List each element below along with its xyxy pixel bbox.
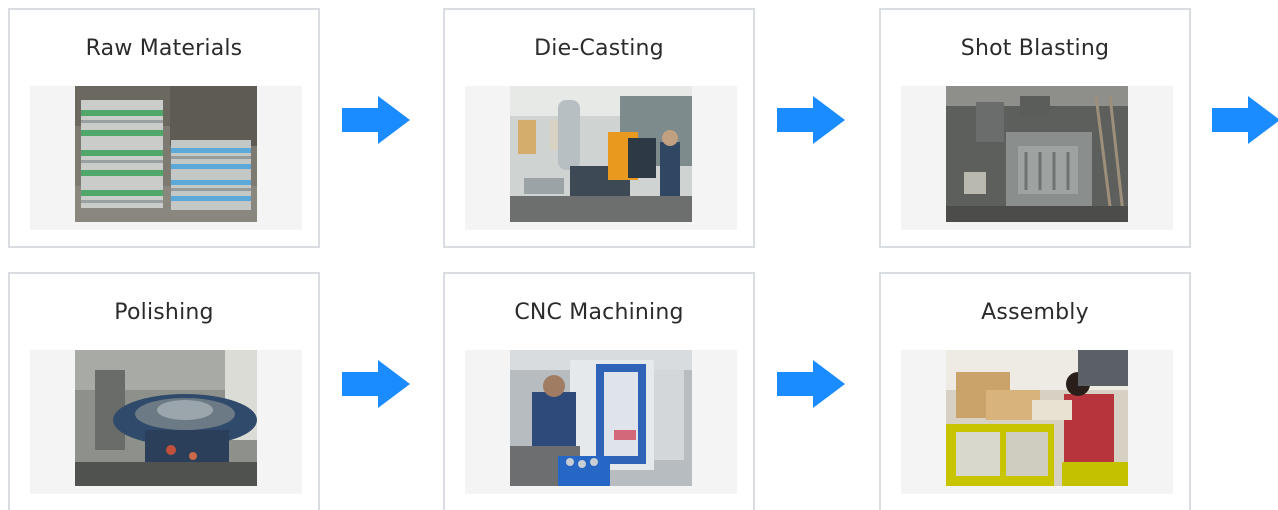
- step-title: Raw Materials: [85, 36, 243, 61]
- step-card-die-casting: Die-Casting: [443, 8, 755, 248]
- photo-frame: [465, 86, 737, 230]
- die-casting-photo: [510, 86, 692, 222]
- step-card-raw-materials: Raw Materials: [8, 8, 320, 248]
- shot-blasting-photo: [946, 86, 1128, 222]
- step-title: Die-Casting: [534, 36, 664, 61]
- step-title: Shot Blasting: [960, 36, 1110, 61]
- step-card-assembly: Assembly: [879, 272, 1191, 510]
- arrow-right-icon: [342, 96, 410, 144]
- photo-frame: [30, 350, 302, 494]
- step-title: Assembly: [981, 300, 1089, 325]
- assembly-photo: [946, 350, 1128, 486]
- step-card-cnc-machining: CNC Machining: [443, 272, 755, 510]
- photo-frame: [465, 350, 737, 494]
- photo-frame: [901, 86, 1173, 230]
- cnc-machining-photo: [510, 350, 692, 486]
- step-title: CNC Machining: [514, 300, 684, 325]
- step-title: Polishing: [114, 300, 214, 325]
- arrow-right-icon: [777, 96, 845, 144]
- polishing-photo: [75, 350, 257, 486]
- arrow-right-icon: [777, 360, 845, 408]
- arrow-right-icon: [342, 360, 410, 408]
- arrow-right-icon: [1212, 96, 1278, 144]
- raw-materials-photo: [75, 86, 257, 222]
- step-card-shot-blasting: Shot Blasting: [879, 8, 1191, 248]
- photo-frame: [30, 86, 302, 230]
- photo-frame: [901, 350, 1173, 494]
- step-card-polishing: Polishing: [8, 272, 320, 510]
